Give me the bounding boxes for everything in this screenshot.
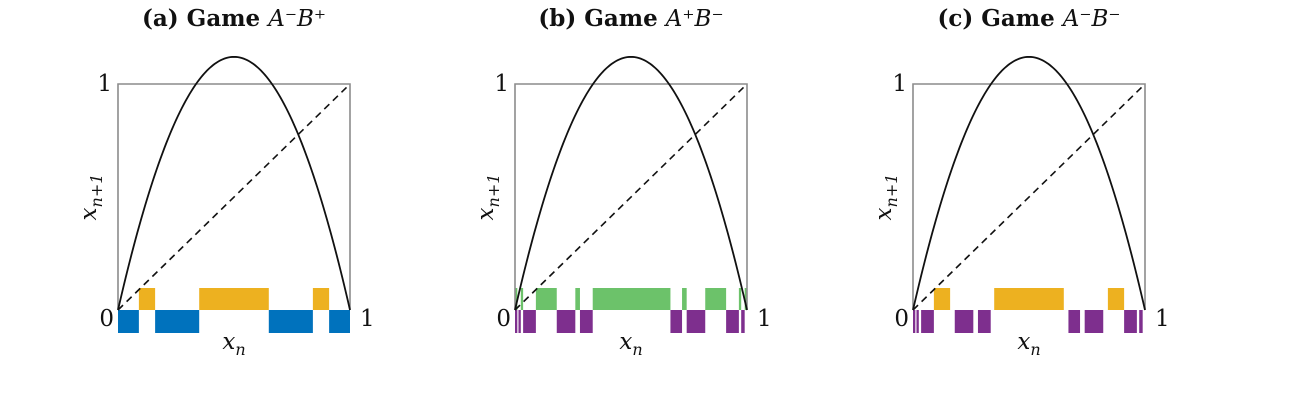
upper-bar-5 — [682, 288, 687, 310]
upper-bar-1 — [199, 288, 269, 310]
lower-bar-1 — [916, 310, 919, 333]
lower-bar-5 — [670, 310, 683, 333]
lower-bar-3 — [329, 310, 350, 333]
map-curve — [117, 55, 351, 311]
lower-bar-6 — [1084, 310, 1104, 333]
y-axis-label: xn+1 — [76, 174, 106, 221]
lower-bar-1 — [518, 310, 521, 333]
lower-bar-0 — [913, 310, 916, 333]
y-max-tick-label: 1 — [892, 71, 907, 97]
plot-frame — [514, 83, 748, 310]
lower-bar-7 — [726, 310, 739, 333]
plot-frame — [912, 83, 1146, 310]
plot-frame — [117, 83, 351, 310]
lower-bar-4 — [977, 310, 991, 333]
panel-2: (c) Game A⁻B⁻ 1 0 1 xn xn+1 — [871, 5, 1170, 359]
y-axis-label: xn+1 — [473, 174, 503, 221]
x-axis-label: xn — [1017, 329, 1040, 359]
upper-bar-2 — [312, 288, 330, 310]
panel-title-math: A⁻B⁻ — [1061, 6, 1121, 32]
lower-bar-8 — [1139, 310, 1143, 333]
diagonal-line — [514, 83, 748, 311]
upper-bar-2 — [535, 288, 557, 310]
x-max-tick-label: 1 — [1155, 306, 1170, 332]
panel-title-prefix: (c) Game — [937, 5, 1062, 32]
origin-tick-label: 0 — [496, 306, 511, 332]
lower-bar-2 — [523, 310, 536, 333]
upper-bar-1 — [994, 288, 1064, 310]
map-curve — [514, 55, 748, 311]
diagonal-line — [117, 83, 351, 311]
panel-title: (b) Game A⁺B⁻ — [538, 5, 723, 32]
lower-bar-2 — [268, 310, 313, 333]
y-axis-label: xn+1 — [871, 174, 901, 221]
x-axis-label: xn — [222, 329, 245, 359]
panel-title-prefix: (a) Game — [142, 5, 268, 32]
panel-1: (b) Game A⁺B⁻ 1 0 1 xn xn+1 — [473, 5, 772, 359]
panel-0: (a) Game A⁻B⁺ 1 0 1 xn xn+1 — [76, 5, 375, 359]
lower-bar-0 — [118, 310, 139, 333]
lower-bar-5 — [1068, 310, 1081, 333]
map-curve — [912, 55, 1146, 311]
upper-bar-4 — [592, 288, 671, 310]
upper-bar-1 — [520, 288, 524, 310]
upper-bar-7 — [738, 288, 742, 310]
upper-bar-8 — [744, 288, 747, 310]
lower-bar-6 — [686, 310, 706, 333]
panel-title-math: A⁻B⁺ — [266, 6, 326, 32]
upper-bar-0 — [933, 288, 951, 310]
upper-bar-0 — [515, 288, 518, 310]
diagonal-line — [912, 83, 1146, 311]
panel-title: (c) Game A⁻B⁻ — [937, 5, 1120, 32]
panel-title-math: A⁺B⁻ — [664, 6, 724, 32]
lower-bar-1 — [155, 310, 200, 333]
panel-title: (a) Game A⁻B⁺ — [142, 5, 326, 32]
lower-bar-7 — [1124, 310, 1137, 333]
origin-tick-label: 0 — [99, 306, 114, 332]
x-max-tick-label: 1 — [757, 306, 772, 332]
x-axis-label: xn — [619, 329, 642, 359]
lower-bar-8 — [741, 310, 745, 333]
lower-bar-3 — [954, 310, 974, 333]
upper-bar-3 — [575, 288, 580, 310]
upper-bar-0 — [138, 288, 156, 310]
upper-bar-6 — [705, 288, 727, 310]
origin-tick-label: 0 — [894, 306, 909, 332]
y-max-tick-label: 1 — [97, 71, 112, 97]
lower-bar-0 — [515, 310, 518, 333]
x-max-tick-label: 1 — [360, 306, 375, 332]
lower-bar-2 — [921, 310, 934, 333]
upper-bar-2 — [1107, 288, 1125, 310]
lower-bar-4 — [579, 310, 593, 333]
lower-bar-3 — [556, 310, 576, 333]
y-max-tick-label: 1 — [494, 71, 509, 97]
panel-title-prefix: (b) Game — [538, 5, 665, 32]
